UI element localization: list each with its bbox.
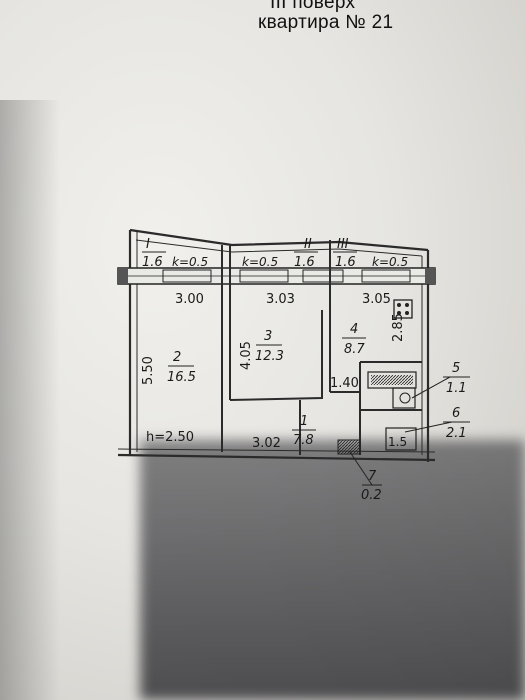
dim-room3-width: 3.03: [266, 292, 295, 307]
room-6-number: 6: [452, 406, 460, 421]
dim-hall-width: 1.40: [330, 376, 359, 391]
window-band: [117, 267, 436, 285]
dim-room4-width: 3.05: [362, 292, 391, 307]
fraction-lines: [142, 251, 470, 486]
window-area-1: 1.6: [142, 255, 163, 270]
window-coef-1: k=0.5: [172, 255, 208, 269]
room-4-number: 4: [350, 322, 358, 337]
room-7-area: 0.2: [361, 488, 382, 503]
floor-label: III поверх: [270, 0, 356, 13]
dim-bath-width: 1.5: [388, 435, 407, 449]
window-roman-3: III: [337, 237, 349, 252]
window-coef-3: k=0.5: [372, 255, 408, 269]
dim-room4-depth: 2.85: [391, 313, 406, 342]
room-7-number: 7: [368, 469, 377, 484]
room-2-area: 16.5: [167, 370, 196, 385]
phone-shadow: [140, 440, 525, 700]
room-5-area: 1.1: [446, 381, 467, 396]
room-1-number: 1: [300, 414, 308, 429]
dim-hall-length: 3.02: [252, 436, 281, 451]
dim-room2-width: 3.00: [175, 292, 204, 307]
room-2-number: 2: [173, 350, 181, 365]
room-1-area: 7.8: [293, 433, 314, 448]
interior-walls: [221, 240, 422, 455]
window-area-2: 1.6: [294, 255, 315, 270]
apartment-title: квартира № 21: [258, 12, 394, 33]
room-4-area: 8.7: [344, 342, 365, 357]
fixtures: [337, 299, 417, 455]
ceiling-height: h=2.50: [146, 430, 194, 445]
window-coef-2: k=0.5: [242, 255, 278, 269]
page-edge-shadow: [0, 100, 60, 700]
room-6-area: 2.1: [446, 426, 467, 441]
window-area-3: 1.6: [335, 255, 356, 270]
dim-room2-depth: 5.50: [141, 356, 156, 385]
room-5-number: 5: [452, 361, 460, 376]
room-3-number: 3: [264, 329, 272, 344]
window-roman-1: I: [146, 237, 150, 252]
window-roman-2: II: [304, 237, 312, 252]
dim-room3-depth: 4.05: [239, 341, 254, 370]
room-3-area: 12.3: [255, 349, 284, 364]
